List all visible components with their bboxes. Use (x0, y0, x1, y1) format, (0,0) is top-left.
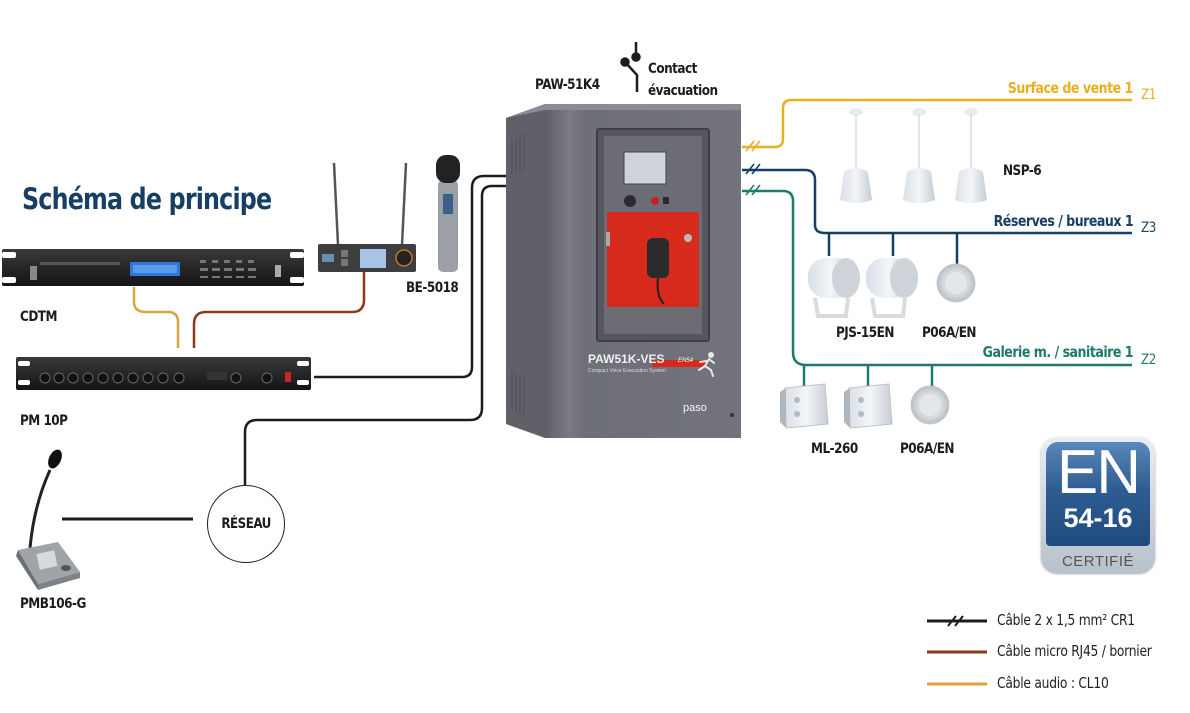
zone1-cable (742, 98, 1132, 149)
cabinet-brand: paso (683, 402, 707, 414)
zone3-drops (827, 233, 959, 264)
legend-audio: Câble audio : CL10 (997, 674, 1109, 692)
pm10p-device[interactable] (16, 357, 311, 390)
pjs15en-speakers (808, 258, 918, 318)
cabinet-model-text: PAW51K-VES (588, 352, 665, 366)
contact-label-line1: Contact (648, 61, 697, 77)
be5018-microphone[interactable] (436, 155, 460, 272)
evacuation-runner-icon (698, 352, 715, 377)
contact-label-line2: évacuation (648, 83, 718, 99)
ml260-speakers (780, 383, 893, 429)
en5416-certification-badge: EN 54-16 CERTIFIÉ (1041, 437, 1155, 573)
cr1-cable-network (243, 184, 506, 485)
legend-micro: Câble micro RJ45 / bornier (997, 642, 1152, 660)
zone1-id: Z1 (1141, 87, 1156, 103)
legend-cr1: Câble 2 x 1,5 mm² CR1 (997, 611, 1135, 629)
pjs15en-label: PJS-15EN (836, 325, 894, 341)
p06a-speaker-z2 (910, 385, 950, 425)
cr1-cable-pm10p (314, 174, 506, 379)
be5018-label: BE-5018 (406, 280, 459, 296)
badge-certified-text: CERTIFIÉ (1061, 553, 1135, 570)
cable-slash-marks (745, 140, 761, 196)
nsp6-speakers (840, 108, 987, 203)
be5018-receiver[interactable] (318, 162, 416, 272)
central-unit-label: PAW-51K4 (535, 77, 600, 93)
evacuation-contact-icon (620, 42, 641, 92)
ml260-label: ML-260 (811, 441, 858, 457)
badge-en-text: EN (1056, 438, 1141, 507)
network-label: RÉSEAU (221, 516, 271, 532)
cdtm-label: CDTM (20, 309, 57, 325)
central-unit-cabinet[interactable] (506, 104, 741, 438)
cabinet-en54-tag: EN54 (678, 358, 694, 364)
pm10p-label: PM 10P (20, 413, 68, 429)
zone2-id: Z2 (1141, 352, 1156, 368)
legend-swatches (927, 615, 987, 686)
badge-norm-text: 54-16 (1063, 503, 1133, 533)
network-node: RÉSEAU (207, 485, 285, 563)
zone2-drops (802, 365, 934, 386)
zone2-cable (742, 189, 1132, 367)
zone2-name: Galerie m. / sanitaire 1 (982, 343, 1134, 361)
zone1-name: Surface de vente 1 (1008, 79, 1133, 97)
zone3-name: Réserves / bureaux 1 (993, 212, 1133, 230)
page-title: Schéma de principe (22, 182, 272, 216)
zone3-id: Z3 (1141, 220, 1156, 236)
zone3-cable (742, 168, 1132, 235)
audio-cable-cdtm (132, 287, 180, 348)
nsp6-label: NSP-6 (1003, 163, 1042, 179)
cdtm-device[interactable] (2, 249, 304, 286)
cabinet-subtitle-text: Compact Voice Evacuation System (588, 368, 666, 374)
p06a-z3-label: P06A/EN (922, 325, 977, 341)
p06a-speaker-z3 (936, 263, 976, 303)
pmb106g-label: PMB106-G (20, 596, 86, 612)
pmb106g-console[interactable] (16, 447, 80, 590)
p06a-z2-label: P06A/EN (900, 441, 955, 457)
micro-cable-be5018 (192, 272, 366, 348)
